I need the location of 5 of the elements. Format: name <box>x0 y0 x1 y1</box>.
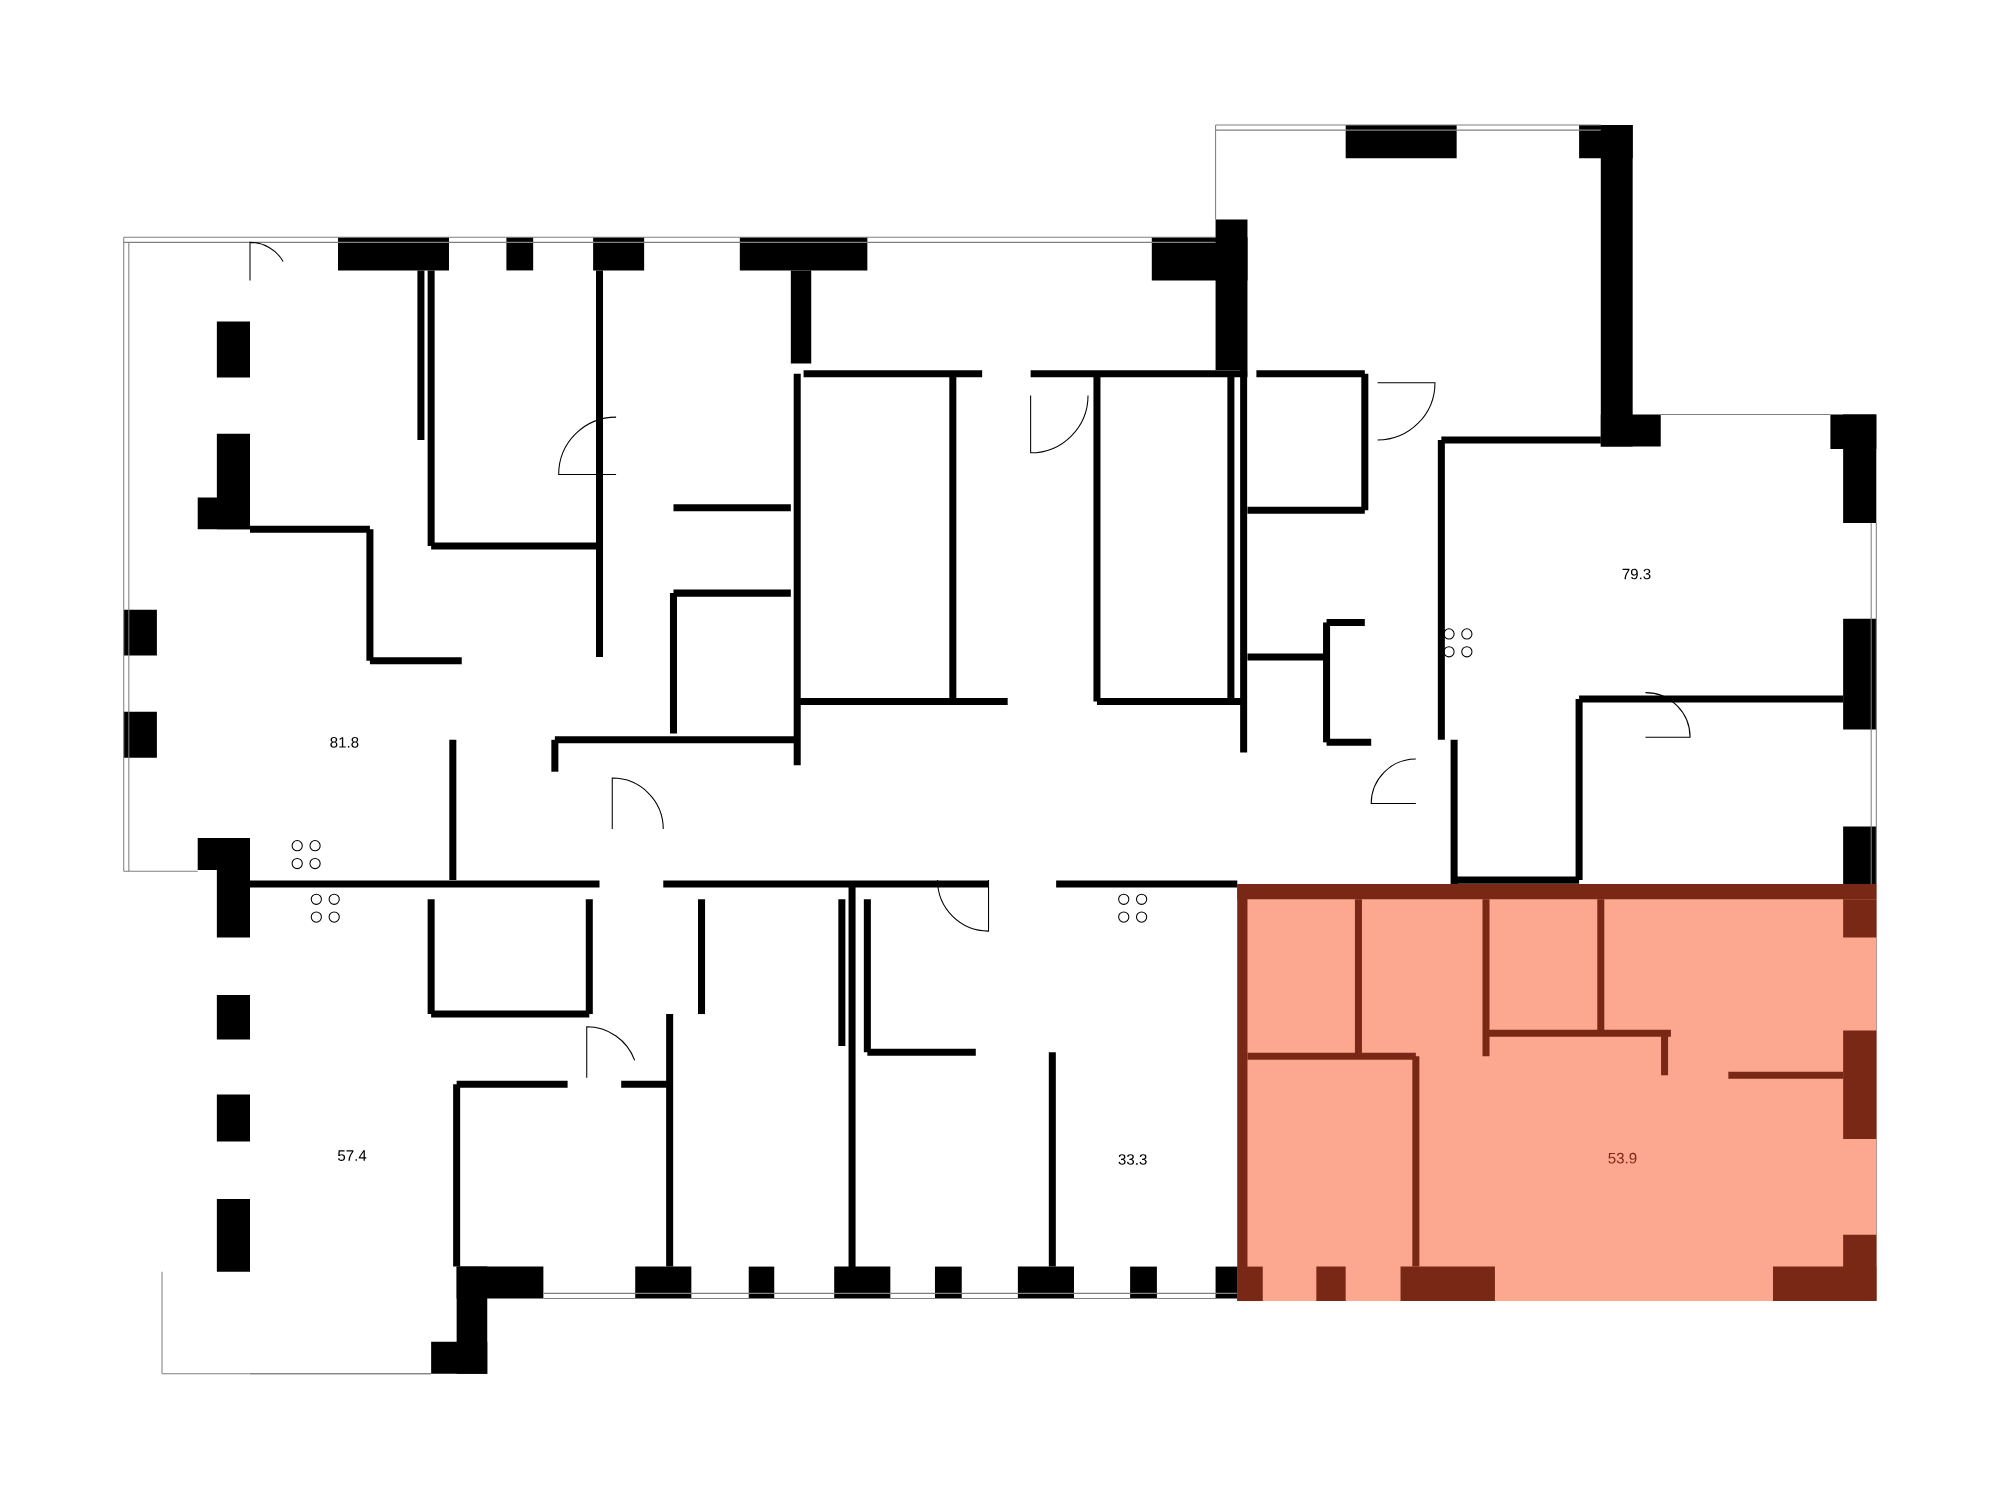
area-label: 79.3 <box>1622 568 1651 580</box>
area-label: 33.3 <box>1118 1154 1147 1165</box>
highlighted-apartment: 53.9 <box>1237 883 1877 1302</box>
area-label: 57.4 <box>337 1150 367 1161</box>
area-label: 81.8 <box>330 737 359 748</box>
